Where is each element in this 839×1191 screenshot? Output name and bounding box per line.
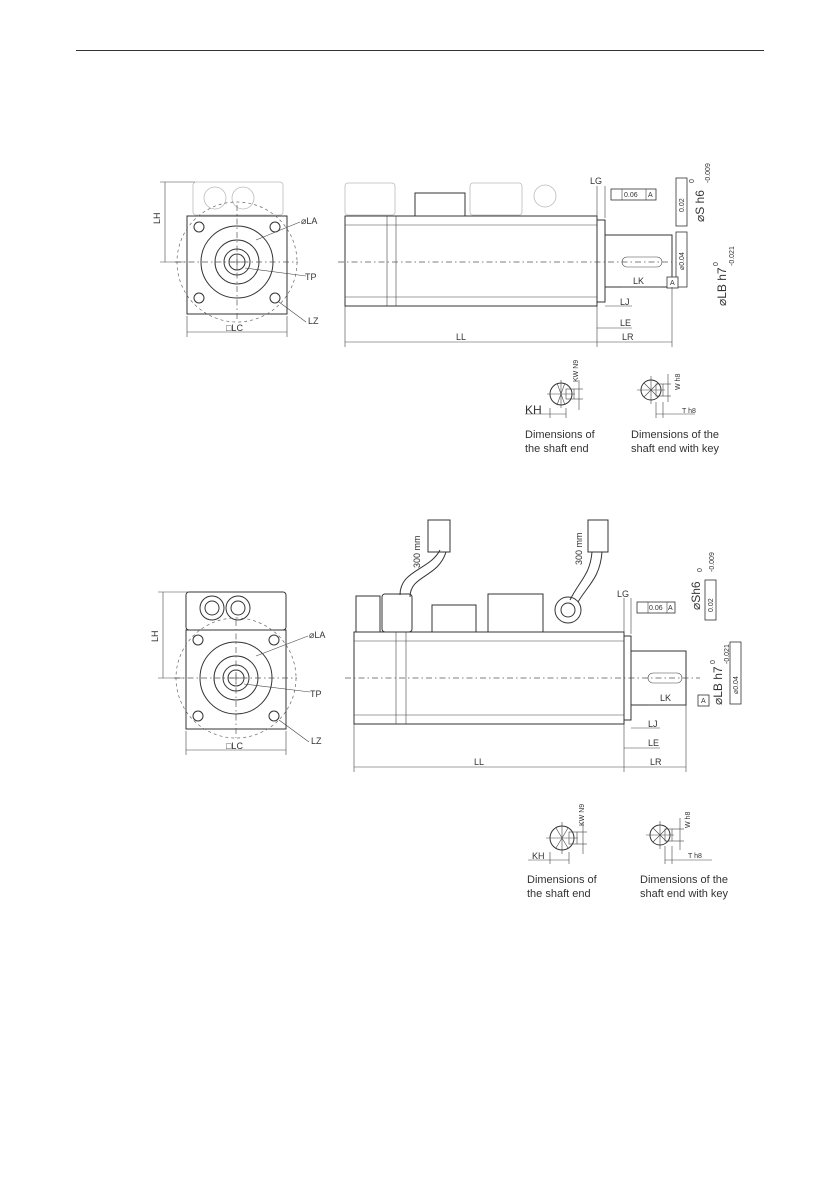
label-lj: LJ [620, 297, 630, 307]
shaft-end-detail-2: KW N9 KH Dimensions of the shaft end [527, 804, 598, 900]
label-ll: LL [474, 757, 484, 767]
label-lz: LZ [311, 736, 322, 746]
label-lg: LG [590, 176, 602, 186]
label-kw: KW N9 [579, 804, 586, 826]
conc-tol: ⌀0.04 [733, 676, 740, 694]
pilot-tol-lower: -0.021 [724, 644, 731, 664]
shaft-tol-lower: -0.009 [709, 552, 716, 572]
caption-shaft-end-1: Dimensions of [527, 874, 598, 886]
datum-a: A [701, 698, 706, 705]
label-la: ⌀LA [301, 216, 317, 226]
bolt-hole [193, 221, 205, 233]
shaft-tol-lower: -0.009 [705, 163, 712, 183]
conc-frame [675, 231, 688, 288]
label-le: LE [620, 318, 631, 328]
runout-frame [610, 188, 657, 201]
ghost-connector [192, 181, 284, 216]
motor-body [344, 215, 598, 307]
label-w: W h8 [675, 374, 682, 390]
shaft-dim: ⌀Sh6 [689, 581, 703, 610]
label-la: ⌀LA [309, 630, 325, 640]
cable-b-length: 300 mm [574, 532, 584, 565]
caption-shaft-end-2: the shaft end [527, 888, 591, 900]
pilot-dim: ⌀LB h7 [715, 267, 729, 306]
label-lj: LJ [648, 719, 658, 729]
perp-tol: 0.02 [679, 198, 686, 212]
label-tp: TP [310, 689, 322, 699]
side-view-2: 300 mm 300 mm LG [345, 519, 742, 772]
runout-tol: 0.06 [649, 605, 663, 612]
label-t: T h8 [688, 853, 702, 860]
cable-b [569, 551, 593, 601]
connector-left [355, 595, 381, 633]
side-view-1: LG 0.06 A 0.02 ⌀0.04 ⌀S h6 0 -0.009 ⌀LB … [338, 163, 736, 347]
drawing-1: LH ⌀LA TP LZ □LC [152, 163, 736, 455]
caption-shaft-key-1: Dimensions of the [631, 429, 719, 441]
cable-a-length: 300 mm [412, 535, 422, 568]
label-lh: LH [152, 212, 162, 224]
caption-shaft-key-2: shaft end with key [631, 443, 720, 455]
encoder-box [431, 604, 477, 633]
caption-shaft-key-1: Dimensions of the [640, 874, 728, 886]
shaft-end-detail-1: KW N9 KH Dimensions of the shaft end [525, 360, 596, 455]
front-view-2: LH ⌀LA TP LZ □LC [150, 591, 325, 755]
flange [596, 219, 606, 303]
ghost-connector-ring [231, 186, 255, 210]
perp-frame [675, 177, 688, 227]
bolt-hole [193, 292, 205, 304]
drawing-2: LH ⌀LA TP LZ □LC 300 mm 300 mm [150, 519, 742, 900]
cable-a-plug [427, 519, 451, 553]
label-t: T h8 [682, 408, 696, 415]
label-lr: LR [650, 757, 662, 767]
shaft-tol-upper: 0 [689, 179, 696, 183]
label-w: W h8 [685, 812, 692, 828]
label-lh: LH [150, 630, 160, 642]
runout-datum: A [668, 605, 673, 612]
cable-b-plug [587, 519, 609, 553]
encoder-box [414, 192, 466, 217]
runout-tol: 0.06 [624, 192, 638, 199]
label-lc: □LC [226, 741, 243, 751]
conc-tol: ⌀0.04 [679, 252, 686, 270]
label-lg: LG [617, 589, 629, 599]
pilot-dim: ⌀LB h7 [711, 666, 725, 705]
pilot-tol-lower: -0.021 [729, 246, 736, 266]
ghost-connector-ring [203, 186, 227, 210]
label-lr: LR [622, 332, 634, 342]
caption-shaft-key-2: shaft end with key [640, 888, 729, 900]
terminal-box [487, 593, 544, 633]
header-rule [76, 50, 764, 51]
label-kh: KH [532, 851, 545, 861]
label-le: LE [648, 738, 659, 748]
caption-shaft-end-2: the shaft end [525, 443, 589, 455]
bolt-hole [269, 292, 281, 304]
label-tp: TP [305, 272, 317, 282]
caption-shaft-end-1: Dimensions of [525, 429, 596, 441]
cable-a [399, 549, 441, 596]
perp-tol: 0.02 [708, 598, 715, 612]
pilot-tol-upper: 0 [710, 660, 717, 664]
shaft-key-detail-2: W h8 T h8 Dimensions of the shaft end wi… [640, 812, 729, 900]
keyway [621, 256, 663, 268]
datum-a: A [670, 280, 675, 287]
label-lc: □LC [226, 323, 243, 333]
shaft-key-detail-1: W h8 T h8 Dimensions of the shaft end wi… [631, 374, 720, 455]
pilot-tol-upper: 0 [713, 262, 720, 266]
label-kh: KH [525, 403, 542, 417]
label-lk: LK [633, 276, 644, 286]
label-kw: KW N9 [573, 360, 580, 382]
shaft-dim: ⌀S h6 [693, 190, 707, 222]
label-lz: LZ [308, 316, 319, 326]
runout-datum: A [648, 192, 653, 199]
shaft-tol-upper: 0 [697, 568, 704, 572]
label-ll: LL [456, 332, 466, 342]
front-view-1: LH ⌀LA TP LZ □LC [152, 181, 319, 337]
label-lk: LK [660, 693, 671, 703]
